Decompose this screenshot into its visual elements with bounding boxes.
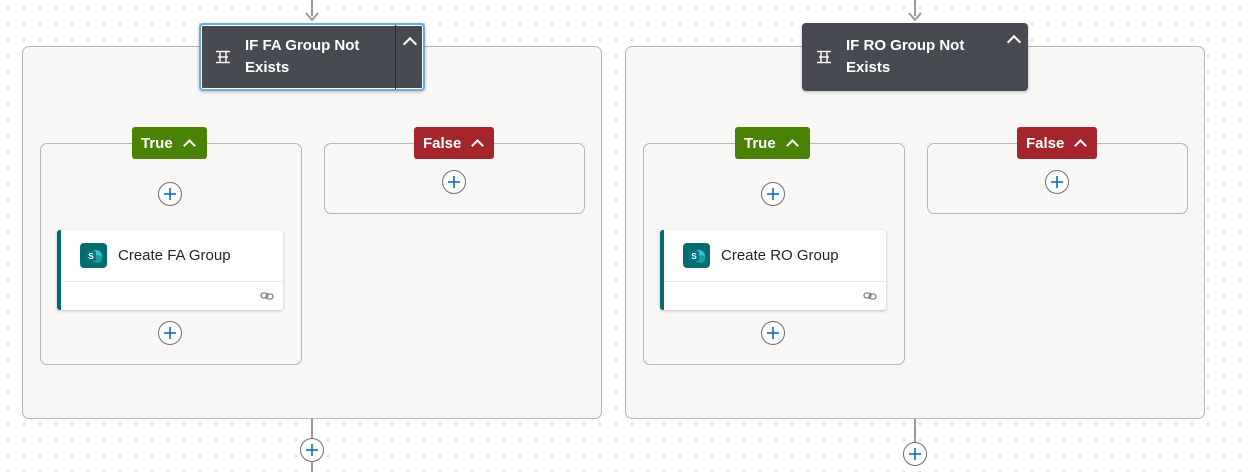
- add-step-button-ro-true-top[interactable]: [761, 182, 785, 206]
- false-branch-badge-fa[interactable]: False: [414, 127, 494, 159]
- add-step-button-after-ro[interactable]: [903, 442, 927, 466]
- collapse-condition-button[interactable]: [395, 25, 423, 89]
- link-icon[interactable]: [260, 291, 274, 301]
- true-branch-badge-ro[interactable]: True: [735, 127, 810, 159]
- condition-card-ro[interactable]: IF RO Group Not Exists: [802, 23, 1028, 91]
- chevron-up-icon[interactable]: [785, 139, 799, 152]
- plus-icon: [909, 448, 921, 460]
- link-icon[interactable]: [863, 291, 877, 301]
- svg-text:S: S: [88, 252, 94, 261]
- sharepoint-icon: S: [683, 243, 710, 268]
- chevron-up-icon: [402, 36, 417, 52]
- action-title: Create FA Group: [118, 247, 231, 264]
- false-branch-badge-ro[interactable]: False: [1017, 127, 1097, 159]
- plus-icon: [448, 176, 460, 188]
- condition-card-fa[interactable]: IF FA Group Not Exists: [199, 23, 425, 91]
- plus-icon: [1051, 176, 1063, 188]
- condition-title: IF FA Group Not Exists: [245, 37, 360, 76]
- condition-icon: [216, 50, 230, 64]
- add-step-button-ro-false[interactable]: [1045, 170, 1069, 194]
- condition-header[interactable]: IF RO Group Not Exists: [802, 23, 1000, 91]
- svg-text:S: S: [691, 252, 697, 261]
- branch-label: False: [1026, 134, 1065, 152]
- plus-icon: [767, 327, 779, 339]
- chevron-up-icon[interactable]: [1074, 139, 1088, 152]
- action-card-create-ro-group[interactable]: S Create RO Group: [660, 230, 886, 310]
- plus-icon: [164, 188, 176, 200]
- true-branch-badge-fa[interactable]: True: [132, 127, 207, 159]
- action-card-create-fa-group[interactable]: S Create FA Group: [57, 230, 283, 310]
- branch-label: True: [744, 134, 776, 152]
- add-step-button-fa-true-bottom[interactable]: [158, 321, 182, 345]
- branch-label: True: [141, 134, 173, 152]
- add-step-button-ro-true-bottom[interactable]: [761, 321, 785, 345]
- plus-icon: [767, 188, 779, 200]
- plus-icon: [164, 327, 176, 339]
- condition-icon: [817, 50, 831, 64]
- condition-title: IF RO Group Not Exists: [846, 37, 965, 76]
- plus-icon: [306, 444, 318, 456]
- add-step-button-fa-false[interactable]: [442, 170, 466, 194]
- sharepoint-icon: S: [80, 243, 107, 268]
- chevron-up-icon[interactable]: [471, 139, 485, 152]
- branch-label: False: [423, 134, 462, 152]
- chevron-up-icon[interactable]: [182, 139, 196, 152]
- add-step-button-after-fa[interactable]: [300, 438, 324, 462]
- add-step-button-fa-true-top[interactable]: [158, 182, 182, 206]
- chevron-up-icon: [1006, 34, 1022, 50]
- action-title: Create RO Group: [721, 247, 839, 264]
- collapse-condition-button[interactable]: [1000, 23, 1028, 91]
- condition-header[interactable]: IF FA Group Not Exists: [201, 25, 395, 89]
